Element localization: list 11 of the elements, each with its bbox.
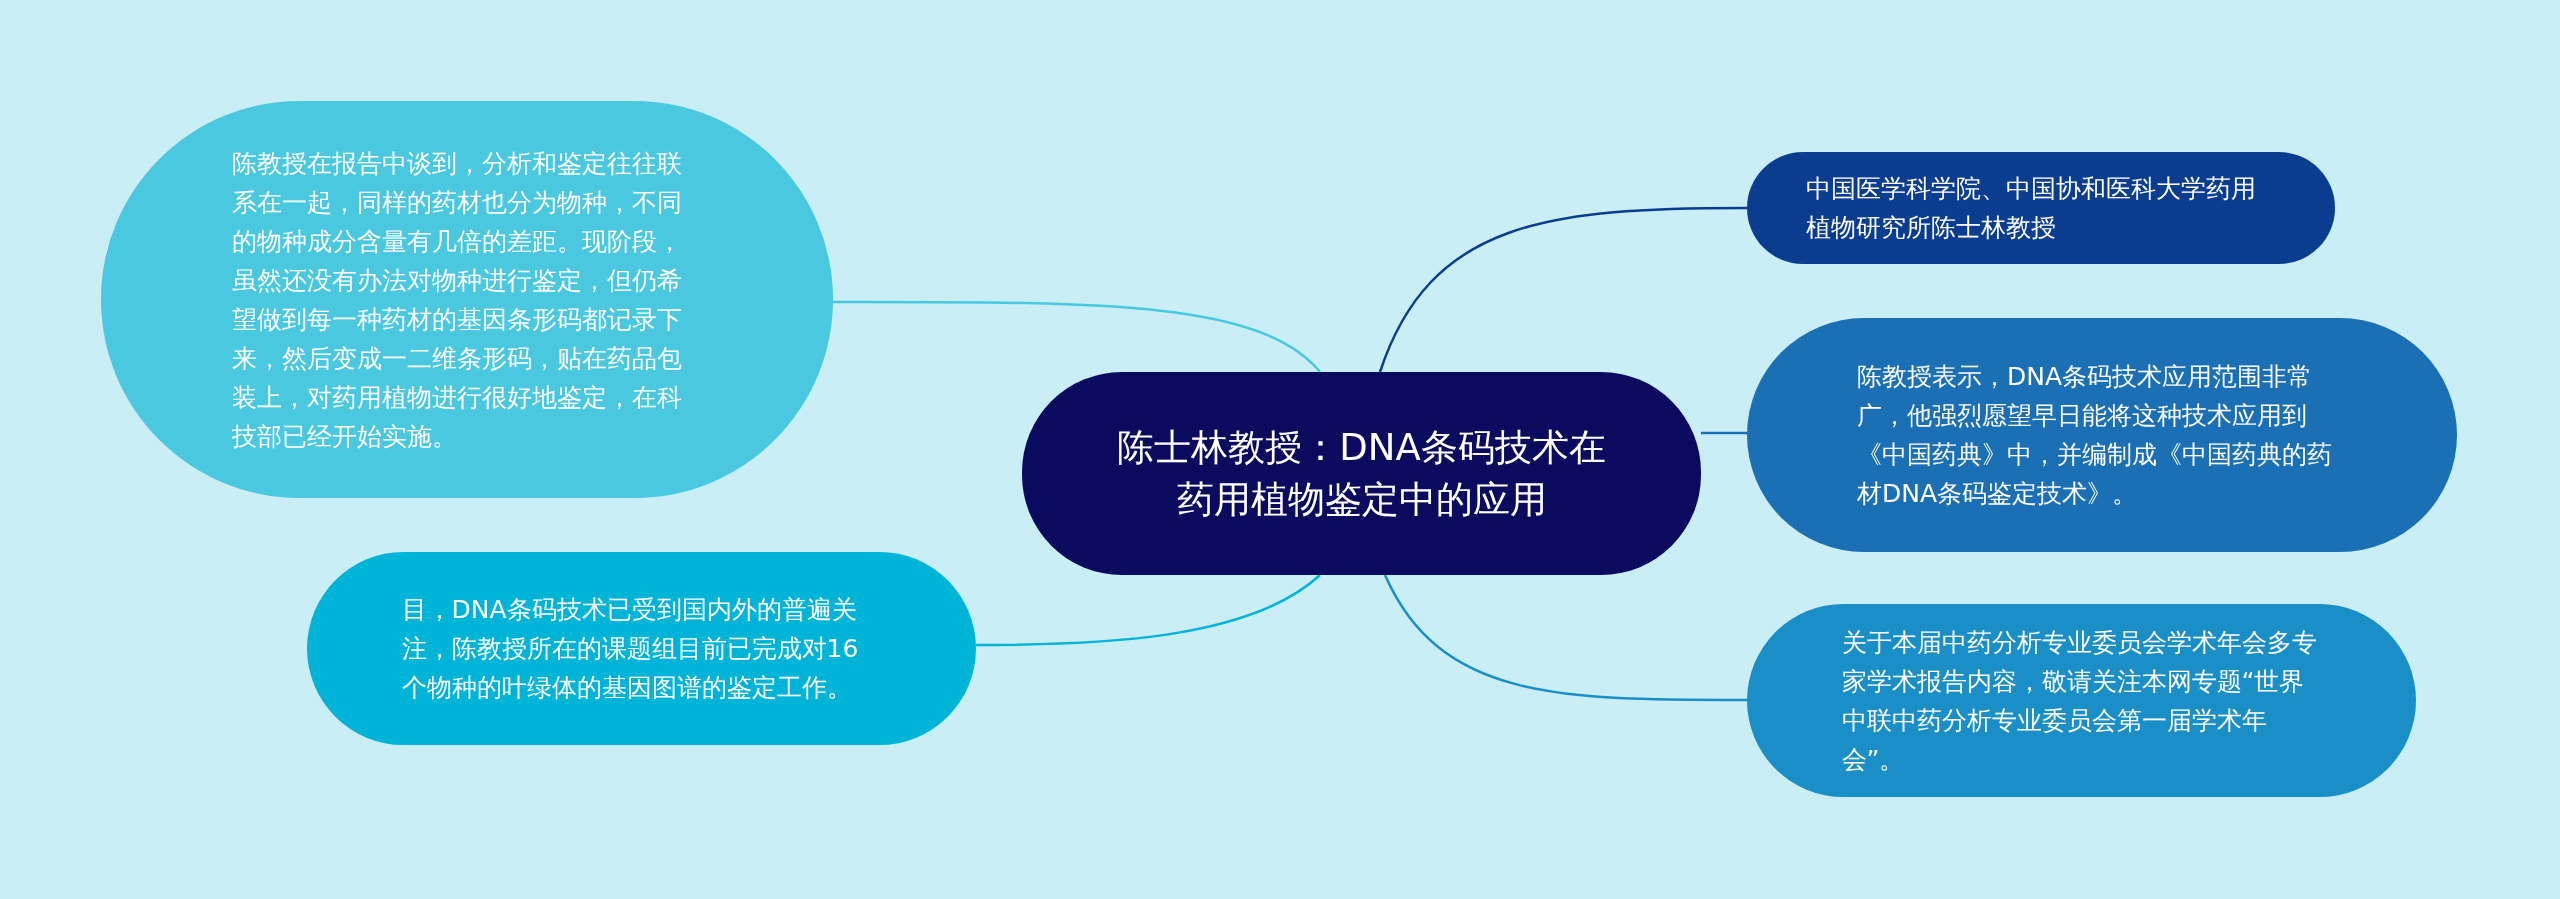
topic-text: 陈教授在报告中谈到，分析和鉴定往往联系在一起，同样的药材也分为物种，不同的物种成分含量有几倍的差距。现阶段，虽然还没有办法对物种进行鉴定，但仍希望做到每一种药材的基因条形码都记录下来，然后变成一二维条形码，贴在药品包装上，对药用植物进行很好地鉴定，在科技部已经开始实施。 — [232, 147, 683, 453]
connector-line — [1383, 574, 1747, 702]
connector-line — [833, 300, 1321, 373]
topic-text: 关于本届中药分析专业委员会学术年会多专家学术报告内容，敬请关注本网专题“世界中联中药分析专业委员会第一届学术年会”。 — [1841, 626, 2318, 776]
connector-line — [1701, 431, 1747, 435]
topic-text: 陈教授表示，DNA条码技术应用范围非常广，他强烈愿望早日能将这种技术应用到《中国药典》中，并编制成《中国药典的药材DNA条码鉴定技术》。 — [1857, 361, 2333, 510]
connector-line — [976, 574, 1321, 647]
topic-text: 目，DNA条码技术已受到国内外的普遍关注，陈教授所在的课题组目前已完成对16个物种的叶绿体的基因图谱的鉴定工作。 — [401, 594, 860, 704]
topic-title: 陈士林教授：DNA条码技术在药用植物鉴定中的应用 — [1116, 424, 1607, 523]
topic-text: 中国医学科学院、中国协和医科大学药用植物研究所陈士林教授 — [1806, 173, 2257, 244]
connector-line — [1378, 206, 1747, 373]
